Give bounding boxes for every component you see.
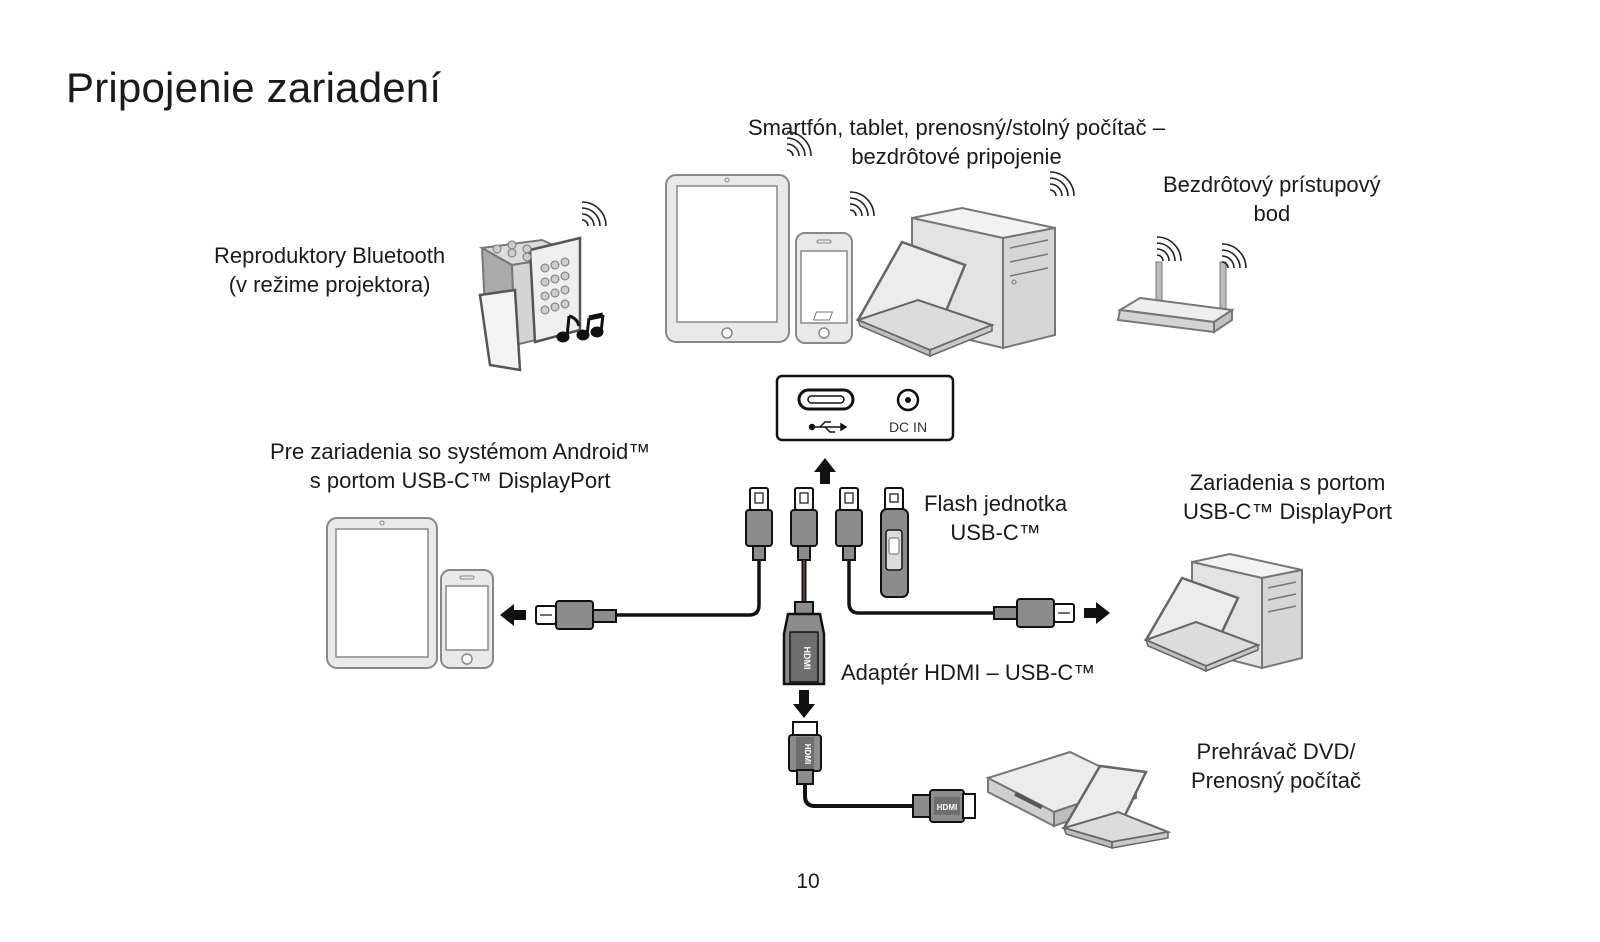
label-usbc-dp-devices: Zariadenia s portom USB-C™ DisplayPort <box>1183 470 1393 524</box>
label-access-point: Bezdrôtový prístupový bod <box>1163 172 1381 226</box>
cable-to-usbc-dp-devices <box>847 560 995 615</box>
usb-c-connector-middle <box>790 487 818 561</box>
hdmi-cable-plug-end: HDMI <box>912 789 976 823</box>
usb-c-flash-drive-icon <box>880 487 909 598</box>
dvd-laptop-icon <box>1060 764 1172 850</box>
bluetooth-speaker-icon <box>478 236 582 372</box>
page-title: Pripojenie zariadení <box>66 64 442 111</box>
wifi-signal-icon <box>1049 171 1075 197</box>
arrow-right-icon <box>1084 602 1110 624</box>
usb-c-connector-right <box>835 487 863 561</box>
hdmi-cable-plug-top: HDMI <box>788 721 822 785</box>
label-wireless-devices: Smartfón, tablet, prenosný/stolný počíta… <box>748 115 1166 169</box>
label-android-devices: Pre zariadenia so systémom Android™ s po… <box>270 439 651 493</box>
svg-text:HDMI: HDMI <box>802 647 812 670</box>
svg-text:HDMI: HDMI <box>937 803 957 812</box>
smartphone-icon <box>795 232 853 344</box>
label-hdmi-adapter: Adaptér HDMI – USB-C™ <box>841 660 1096 685</box>
hdmi-usb-c-adapter: HDMI <box>782 601 826 686</box>
usbc-laptop-icon <box>1143 576 1261 673</box>
projector-port-panel: DC IN <box>775 374 955 442</box>
usb-c-connector-left <box>745 487 773 561</box>
laptop-icon <box>812 240 995 358</box>
android-phone-icon <box>440 569 494 669</box>
music-notes-icon <box>556 312 605 343</box>
wifi-signal-icon <box>581 201 607 227</box>
wifi-signal-icon <box>849 191 875 217</box>
hdmi-cable <box>803 784 915 808</box>
wireless-router-icon <box>1116 261 1235 334</box>
usb-c-plug-android <box>535 600 617 630</box>
cable-to-android-devices <box>615 560 761 617</box>
arrow-up-icon <box>814 458 836 484</box>
label-dvd-laptop: Prehrávač DVD/ Prenosný počítač <box>1191 739 1361 793</box>
usb-symbol-icon <box>808 421 848 433</box>
tablet-icon <box>665 174 790 343</box>
page-number: 10 <box>796 870 820 893</box>
dc-in-port <box>896 388 920 412</box>
wifi-signal-icon <box>1156 236 1182 262</box>
arrow-left-icon <box>500 604 526 626</box>
label-flash-drive: Flash jednotka USB-C™ <box>924 491 1068 545</box>
arrow-down-icon <box>793 690 815 718</box>
label-bluetooth-speakers: Reproduktory Bluetooth (v režime projekt… <box>214 243 446 297</box>
android-tablet-icon <box>326 517 438 669</box>
usb-c-plug-devices <box>993 598 1075 628</box>
dc-in-label: DC IN <box>889 419 927 435</box>
svg-text:HDMI: HDMI <box>803 744 812 764</box>
